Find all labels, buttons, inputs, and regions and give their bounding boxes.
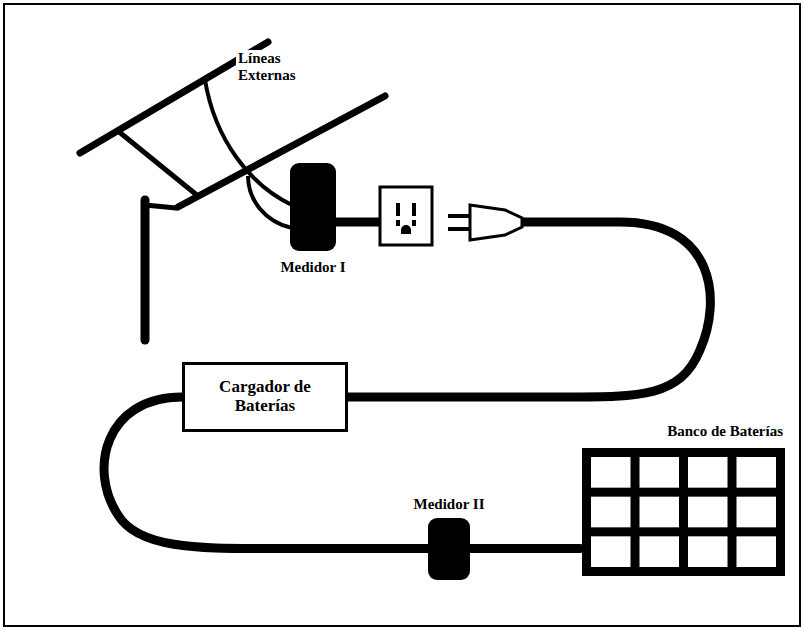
wall-outlet — [380, 187, 432, 245]
battery-bank: Banco de Baterías — [580, 423, 787, 578]
node-label: Medidor I — [258, 259, 368, 276]
wire-label: Líneas Externas — [236, 50, 324, 83]
battery-grid — [580, 446, 787, 578]
node-label: Cargador de Baterías — [195, 378, 335, 415]
meter-body — [290, 163, 336, 251]
service-wires — [205, 80, 292, 228]
node-label: Medidor II — [399, 496, 499, 513]
power-plug — [448, 205, 522, 240]
meter-box: Medidor I — [258, 163, 368, 276]
node-label: Banco de Baterías — [580, 423, 787, 440]
charger-box: Cargador de Baterías — [182, 362, 348, 432]
meter-body — [428, 518, 470, 580]
meter-box: Medidor II — [399, 496, 499, 580]
utility-pole — [80, 42, 385, 340]
frame — [4, 4, 800, 626]
power-cable — [470, 548, 580, 549]
power-cable — [336, 222, 710, 397]
